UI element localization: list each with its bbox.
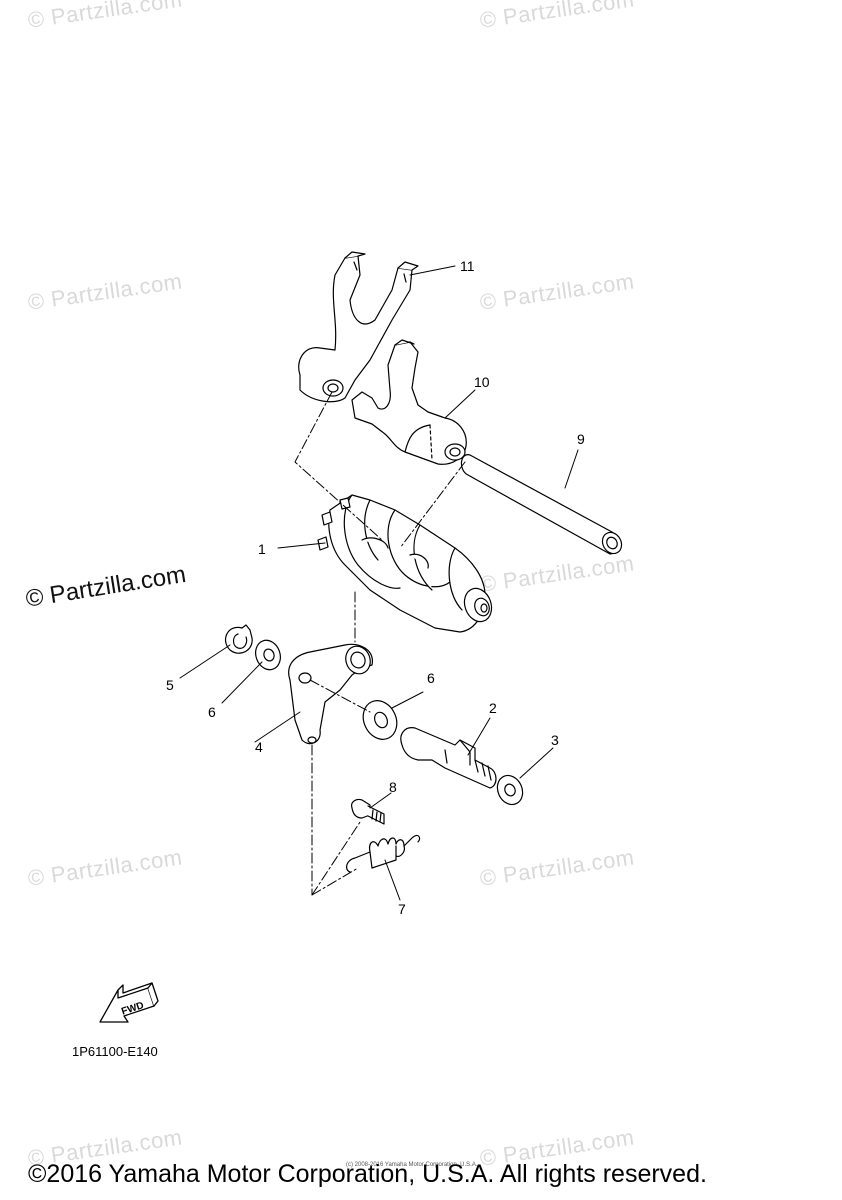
callout-6b: 6: [427, 670, 435, 686]
callout-5: 5: [166, 677, 174, 693]
part-2-bolt: [400, 727, 497, 789]
callout-4: 4: [255, 739, 263, 755]
callout-10: 10: [474, 374, 490, 390]
part-10-shift-fork: [351, 339, 467, 465]
part-11-shift-fork: [298, 251, 419, 403]
part-1-shift-drum: [317, 494, 493, 633]
part-6-washer-right: [362, 700, 398, 740]
callout-9: 9: [577, 431, 585, 447]
alignment-lines: [294, 391, 466, 896]
copyright-small: (c) 2008-2016 Yamaha Motor Corporation, …: [346, 1162, 478, 1168]
callout-1: 1: [258, 541, 266, 557]
callout-2: 2: [489, 700, 497, 716]
part-8-bolt: [351, 798, 385, 825]
fwd-arrow-icon: [99, 982, 159, 1023]
leader-lines: [179, 265, 579, 901]
callout-7: 7: [398, 901, 406, 917]
part-9-guide-bar: [460, 454, 623, 555]
part-3-washer: [496, 774, 524, 806]
part-5-circlip: [225, 624, 253, 654]
callout-11: 11: [460, 258, 475, 274]
copyright: ©2016 Yamaha Motor Corporation, U.S.A. A…: [28, 1160, 707, 1188]
diagram-code: 1P61100-E140: [72, 1044, 158, 1059]
callout-8: 8: [389, 779, 397, 795]
callout-3: 3: [551, 732, 559, 748]
part-7-spring: [345, 834, 421, 873]
part-4-segment: [288, 643, 373, 745]
callout-6a: 6: [208, 704, 216, 720]
